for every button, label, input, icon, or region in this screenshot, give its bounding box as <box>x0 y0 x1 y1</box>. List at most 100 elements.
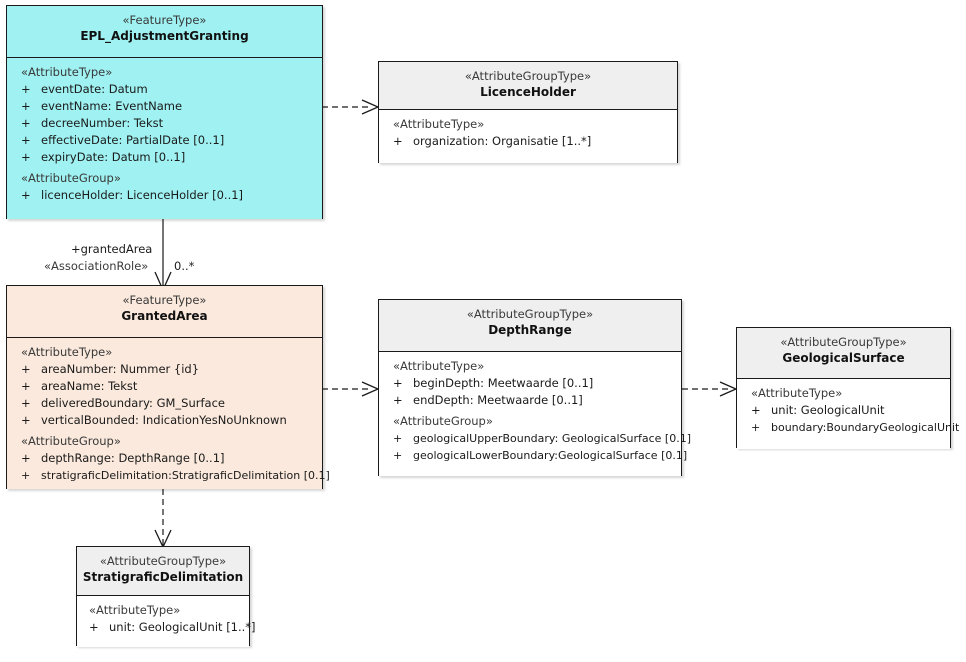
attribute-row[interactable]: +unit: GeologicalUnit [1..*] <box>77 619 256 636</box>
visibility-marker: + <box>393 393 403 407</box>
class-box-stratigraficdelimitation[interactable]: «AttributeGroupType» StratigraficDelimit… <box>76 546 256 647</box>
attribute-row[interactable]: + effectiveDate: PartialDate [0..1] <box>7 132 322 149</box>
class-header: «FeatureType» GrantedArea <box>7 286 322 338</box>
attribute-text: eventDate: Datum <box>41 82 148 96</box>
visibility-marker: + <box>393 432 403 445</box>
attribute-text: expiryDate: Datum [0..1] <box>41 150 186 164</box>
attribute-row[interactable]: + depthRange: DepthRange [0..1] <box>7 450 322 467</box>
attribute-row[interactable]: + areaName: Tekst <box>7 378 322 395</box>
connector-grantedarea-to-depthrange[interactable] <box>322 381 380 397</box>
attribute-text: unit: GeologicalUnit [1..*] <box>109 620 256 634</box>
visibility-marker: + <box>21 469 31 482</box>
attribute-text: stratigraficDelimitation:StratigraficDel… <box>41 469 330 482</box>
class-name: StratigraficDelimitation <box>82 570 244 584</box>
attribute-row[interactable]: + deliveredBoundary: GM_Surface <box>7 395 322 412</box>
class-header: «AttributeGroupType» StratigraficDelimit… <box>77 547 249 596</box>
attribute-row[interactable]: + geologicalLowerBoundary:GeologicalSurfa… <box>379 447 687 464</box>
visibility-marker: + <box>393 134 403 148</box>
attribute-text: organization: Organisatie [1..*] <box>413 134 592 148</box>
class-header: «AttributeGroupType» GeologicalSurface <box>737 328 950 379</box>
open-arrowhead-icon <box>719 381 738 397</box>
class-header: «FeatureType» EPL_AdjustmentGranting <box>7 6 322 58</box>
class-stereotype: «AttributeGroupType» <box>99 554 227 568</box>
attribute-text: deliveredBoundary: GM_Surface <box>41 396 225 410</box>
class-name: DepthRange <box>488 323 572 337</box>
connector-granting-to-licenceholder[interactable] <box>322 99 380 115</box>
visibility-marker: + <box>21 362 31 376</box>
attribute-row[interactable]: + organization: Organisatie [1..*] <box>379 133 677 150</box>
visibility-marker: + <box>21 116 31 130</box>
attribute-row[interactable]: + decreeNumber: Tekst <box>7 115 322 132</box>
class-box-grantedarea[interactable]: «FeatureType» GrantedArea «AttributeType… <box>6 285 330 489</box>
class-stereotype: «FeatureType» <box>122 13 207 27</box>
visibility-marker: + <box>21 150 31 164</box>
connector-granting-to-grantedarea[interactable] <box>154 219 172 292</box>
connector-grantedarea-to-stratigraficdelimitation[interactable] <box>154 489 172 549</box>
attribute-group-label: «AttributeType» <box>89 603 181 617</box>
visibility-marker: + <box>393 449 403 462</box>
class-box-depthrange[interactable]: «AttributeGroupType» DepthRange «Attribu… <box>378 299 691 476</box>
class-attributes: «AttributeType» + eventDate: Datum + event… <box>7 58 322 219</box>
attribute-group-label: «AttributeType» <box>21 345 113 359</box>
class-attributes: «AttributeType» + organization: Organisat… <box>379 110 677 163</box>
attribute-text: geologicalUpperBoundary: GeologicalSurfa… <box>413 432 692 445</box>
attribute-text: eventName: EventName <box>41 99 183 113</box>
class-attributes: «AttributeType» +areaNumber: Nummer {id}… <box>7 338 330 489</box>
attribute-group-label: «AttributeType» <box>393 359 485 373</box>
attribute-row[interactable]: + stratigraficDelimitation:StratigraficDe… <box>7 467 330 484</box>
visibility-marker: + <box>21 188 31 202</box>
class-attributes: «AttributeType» +unit: GeologicalUnit [1… <box>77 596 256 647</box>
attribute-row[interactable]: +unit: GeologicalUnit <box>737 402 950 419</box>
attribute-text: unit: GeologicalUnit <box>771 403 885 417</box>
attribute-row[interactable]: + eventName: EventName <box>7 98 322 115</box>
class-name: LicenceHolder <box>480 85 576 99</box>
class-header: «AttributeGroupType» DepthRange <box>379 300 681 352</box>
attribute-group-label: «AttributeType» <box>21 65 113 79</box>
attribute-row[interactable]: +endDepth: Meetwaarde [0..1] <box>379 392 681 409</box>
attribute-row[interactable]: + geologicalUpperBoundary: GeologicalSurf… <box>379 430 691 447</box>
class-box-epl-adjustmentgranting[interactable]: «FeatureType» EPL_AdjustmentGranting «At… <box>6 5 323 219</box>
attribute-row[interactable]: +boundary:BoundaryGeologicalUnit <box>737 419 959 436</box>
class-stereotype: «AttributeGroupType» <box>464 69 592 83</box>
attribute-group-label: «AttributeGroup» <box>21 171 121 185</box>
class-attributes: «AttributeType» +beginDepth: Meetwaarde … <box>379 352 691 476</box>
class-box-licenceholder[interactable]: «AttributeGroupType» LicenceHolder «Attr… <box>378 61 678 163</box>
attribute-text: verticalBounded: IndicationYesNoUnknown <box>41 413 287 427</box>
visibility-marker: + <box>21 396 31 410</box>
attribute-group-label: «AttributeGroup» <box>393 414 493 428</box>
association-role-stereotype: «AssociationRole» <box>44 259 149 273</box>
attribute-row[interactable]: +beginDepth: Meetwaarde [0..1] <box>379 375 681 392</box>
class-box-geologicalsurface[interactable]: «AttributeGroupType» GeologicalSurface «… <box>736 327 959 449</box>
visibility-marker: + <box>21 133 31 147</box>
visibility-marker: + <box>393 376 403 390</box>
attribute-text: geologicalLowerBoundary:GeologicalSurfac… <box>413 449 688 462</box>
attribute-row[interactable]: + licenceHolder: LicenceHolder [0..1] <box>7 187 322 204</box>
class-name: GrantedArea <box>121 309 208 323</box>
attribute-text: decreeNumber: Tekst <box>41 116 164 130</box>
class-stereotype: «AttributeGroupType» <box>466 307 594 321</box>
class-attributes: «AttributeType» +unit: GeologicalUnit +b… <box>737 379 959 449</box>
attribute-group-label: «AttributeType» <box>393 117 485 131</box>
visibility-marker: + <box>21 379 31 393</box>
visibility-marker: + <box>21 413 31 427</box>
attribute-group-label: «AttributeGroup» <box>21 434 121 448</box>
open-arrowhead-icon <box>361 381 380 397</box>
attribute-text: boundary:BoundaryGeologicalUnit <box>771 421 960 434</box>
attribute-row[interactable]: +areaNumber: Nummer {id} <box>7 361 322 378</box>
attribute-text: areaName: Tekst <box>41 379 138 393</box>
visibility-marker: + <box>21 99 31 113</box>
attribute-row[interactable]: + expiryDate: Datum [0..1] <box>7 149 322 166</box>
attribute-row[interactable]: + eventDate: Datum <box>7 81 322 98</box>
association-multiplicity: 0..* <box>174 259 195 273</box>
attribute-text: effectiveDate: PartialDate [0..1] <box>41 133 225 147</box>
class-header: «AttributeGroupType» LicenceHolder <box>379 62 677 110</box>
attribute-text: depthRange: DepthRange [0..1] <box>41 451 225 465</box>
attribute-text: licenceHolder: LicenceHolder [0..1] <box>41 188 244 202</box>
connector-depthrange-to-geologicalsurface[interactable] <box>682 381 738 397</box>
visibility-marker: + <box>21 82 31 96</box>
class-stereotype: «AttributeGroupType» <box>780 335 907 349</box>
visibility-marker: + <box>21 451 31 465</box>
open-arrowhead-icon <box>154 529 172 549</box>
class-name: EPL_AdjustmentGranting <box>80 29 249 43</box>
attribute-row[interactable]: + verticalBounded: IndicationYesNoUnknown <box>7 412 322 429</box>
